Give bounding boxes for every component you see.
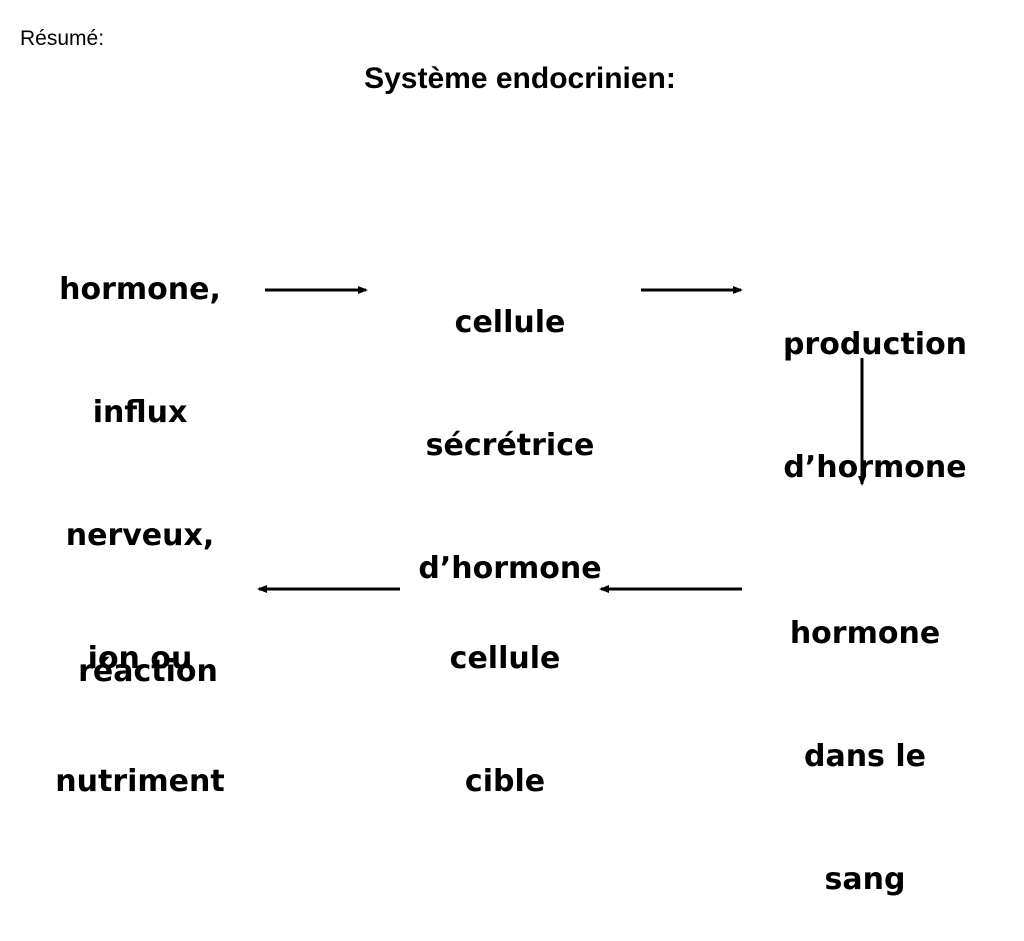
node-stimulus-line: ion ou — [87, 641, 193, 676]
node-stimulus-line: influx — [92, 395, 188, 430]
node-production-line: d’hormone — [783, 450, 967, 485]
node-production: production d’hormone — [760, 242, 990, 529]
node-blood-line: sang — [824, 862, 906, 897]
node-reaction: réaction — [48, 569, 248, 733]
node-stimulus-line: hormone, — [59, 272, 221, 307]
node-secretory-cell-line: sécrétrice — [425, 428, 595, 463]
node-stimulus-line: nerveux, — [65, 518, 215, 553]
arrows-layer — [257, 286, 866, 593]
summary-label: Résumé: — [20, 27, 105, 50]
node-reaction-line: réaction — [78, 654, 218, 689]
node-secretory-cell: cellule sécrétrice d’hormone — [390, 220, 630, 630]
node-production-line: production — [782, 327, 968, 362]
node-secretory-cell-line: cellule — [454, 305, 566, 340]
node-secretory-cell-line: d’hormone — [418, 551, 602, 586]
diagram-title: Système endocrinien: — [364, 62, 676, 95]
node-blood-line: hormone — [789, 616, 941, 651]
node-target-cell-line: cellule — [449, 641, 561, 676]
